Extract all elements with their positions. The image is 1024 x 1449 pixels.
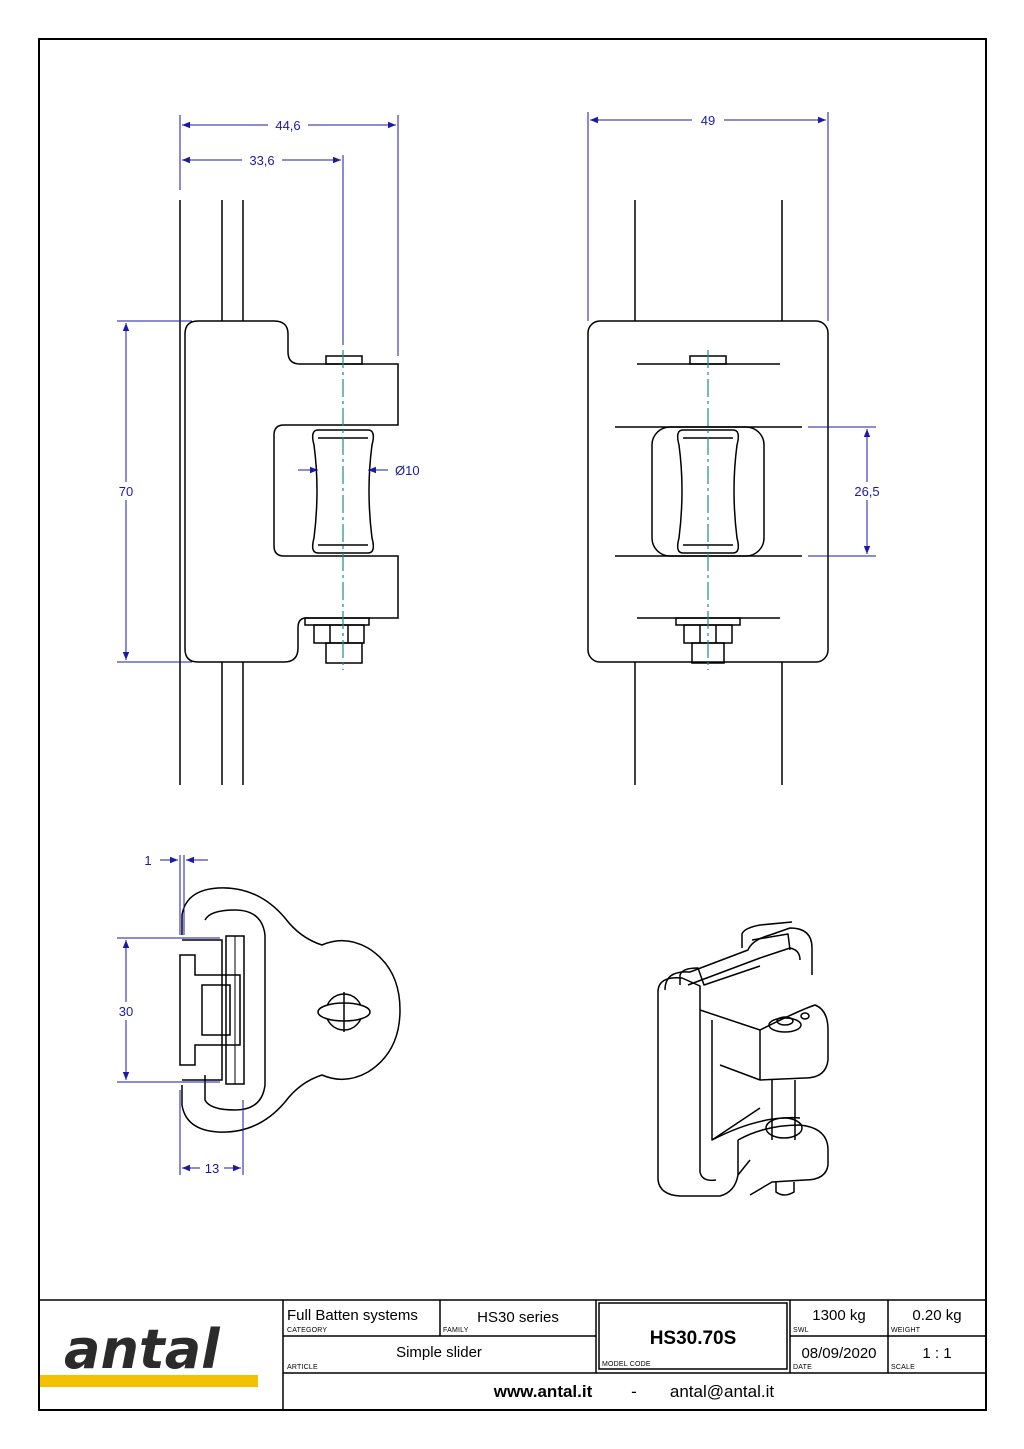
family-label: FAMILY bbox=[443, 1327, 469, 1334]
website-link[interactable]: www.antal.it bbox=[493, 1382, 593, 1401]
antal-logo: antal bbox=[64, 1318, 221, 1381]
front-dimensions bbox=[587, 112, 876, 557]
contact-separator: - bbox=[631, 1382, 637, 1401]
isometric-view bbox=[657, 921, 829, 1197]
scale-value: 1 : 1 bbox=[922, 1345, 951, 1362]
scale-label: SCALE bbox=[891, 1364, 915, 1371]
article-label: ARTICLE bbox=[287, 1364, 318, 1371]
section-view bbox=[179, 887, 401, 1133]
model-code-label: MODEL CODE bbox=[602, 1361, 651, 1368]
category-label: CATEGORY bbox=[287, 1327, 327, 1334]
swl-label: SWL bbox=[793, 1327, 809, 1334]
article-value: Simple slider bbox=[396, 1344, 482, 1361]
dim-overall-width-front: 49 bbox=[701, 113, 715, 128]
dim-height: 70 bbox=[119, 484, 133, 499]
dim-overall-width-side: 44,6 bbox=[275, 118, 300, 133]
sheet-border bbox=[38, 38, 987, 1411]
side-view bbox=[179, 200, 399, 785]
family-value: HS30 series bbox=[477, 1309, 559, 1326]
date-value: 08/09/2020 bbox=[801, 1345, 876, 1362]
model-code-value: HS30.70S bbox=[650, 1328, 737, 1349]
front-view bbox=[587, 200, 829, 785]
logo-stripe bbox=[40, 1375, 258, 1387]
weight-value: 0.20 kg bbox=[912, 1307, 961, 1324]
section-dimensions bbox=[117, 855, 244, 1175]
dim-roller-gap: 26,5 bbox=[854, 484, 879, 499]
dim-axis-offset-side: 33,6 bbox=[249, 153, 274, 168]
title-block bbox=[39, 1299, 986, 1410]
side-dimensions bbox=[117, 115, 399, 663]
swl-value: 1300 kg bbox=[812, 1307, 865, 1324]
dim-section-depth: 13 bbox=[205, 1161, 219, 1176]
weight-label: WEIGHT bbox=[891, 1327, 921, 1334]
dim-section-offset: 1 bbox=[144, 853, 151, 868]
dim-section-height: 30 bbox=[119, 1004, 133, 1019]
date-label: DATE bbox=[793, 1364, 812, 1371]
email-link[interactable]: antal@antal.it bbox=[670, 1382, 774, 1401]
dim-pin-diameter: Ø10 bbox=[395, 463, 420, 478]
category-value: Full Batten systems bbox=[287, 1307, 418, 1324]
